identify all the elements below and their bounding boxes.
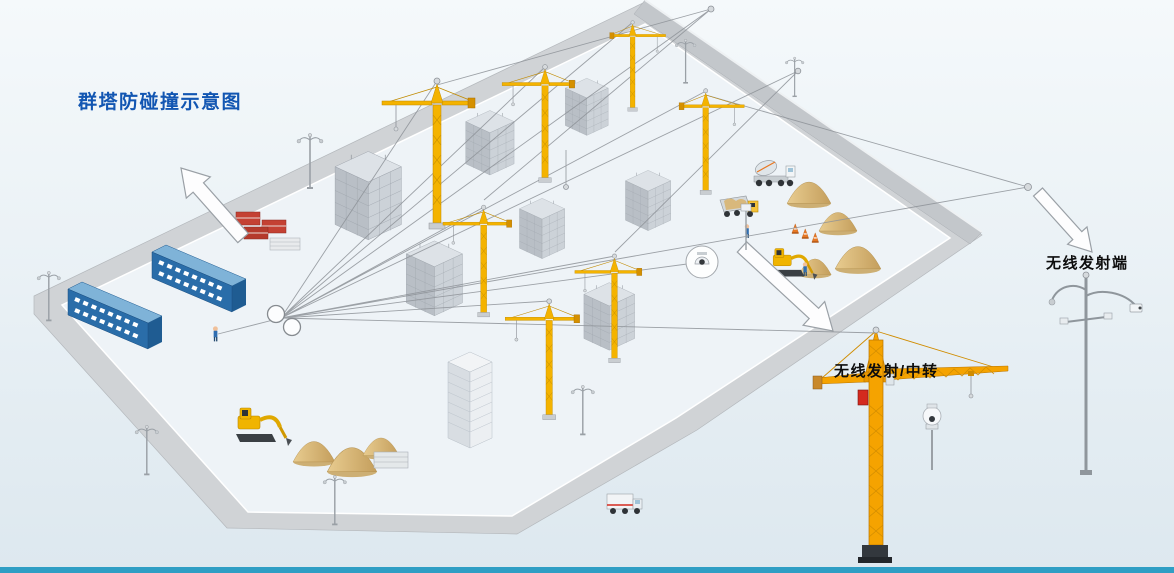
direction-arrow-icon: [180, 167, 250, 244]
signal-node: [794, 67, 802, 75]
sand-piles: [292, 181, 882, 478]
brick-stack-icon: [235, 211, 301, 251]
signal-lines: [217, 5, 1032, 335]
scaffold-building-icon: [406, 240, 463, 317]
scaffold-building-icon: [519, 198, 565, 259]
office-container-icon: [151, 244, 247, 313]
bottom-accent-bar: [0, 567, 1174, 573]
box-truck-icon: [606, 493, 643, 514]
label-wireless-transmitter: 无线发射端: [1045, 254, 1129, 272]
pipe-stack-icon: [269, 237, 301, 251]
signal-node: [707, 5, 715, 13]
direction-arrow-icon: [736, 241, 834, 332]
label-wireless-relay: 无线发射/中转: [833, 362, 939, 380]
office-container-icon: [67, 281, 163, 350]
pipe-stack-icon: [373, 451, 409, 469]
direction-arrow-icon: [1032, 187, 1093, 253]
diagram-title: 群塔防碰撞示意图: [77, 90, 242, 113]
signal-hub-icon: [266, 304, 302, 337]
scaffold-building-icon: [625, 170, 671, 231]
direction-arrows: [180, 167, 1093, 332]
dome-camera-icon: [694, 252, 710, 265]
mixer-truck-icon: [753, 160, 796, 187]
dome-camera-icon: [922, 403, 942, 470]
white-building: [447, 351, 493, 449]
camera-pole-icon: [1048, 271, 1143, 475]
signal-node: [1024, 183, 1032, 191]
dome-camera-callout: [685, 203, 752, 279]
site-perimeter: [33, 0, 983, 535]
signal-node: [563, 184, 569, 190]
camera-unit: [1129, 303, 1143, 313]
relay-crane-icon: [812, 326, 1009, 563]
wireless-relay-device: [857, 389, 869, 406]
scaffold-building-icon: [334, 151, 402, 241]
scaffold-building-icon: [583, 282, 635, 351]
